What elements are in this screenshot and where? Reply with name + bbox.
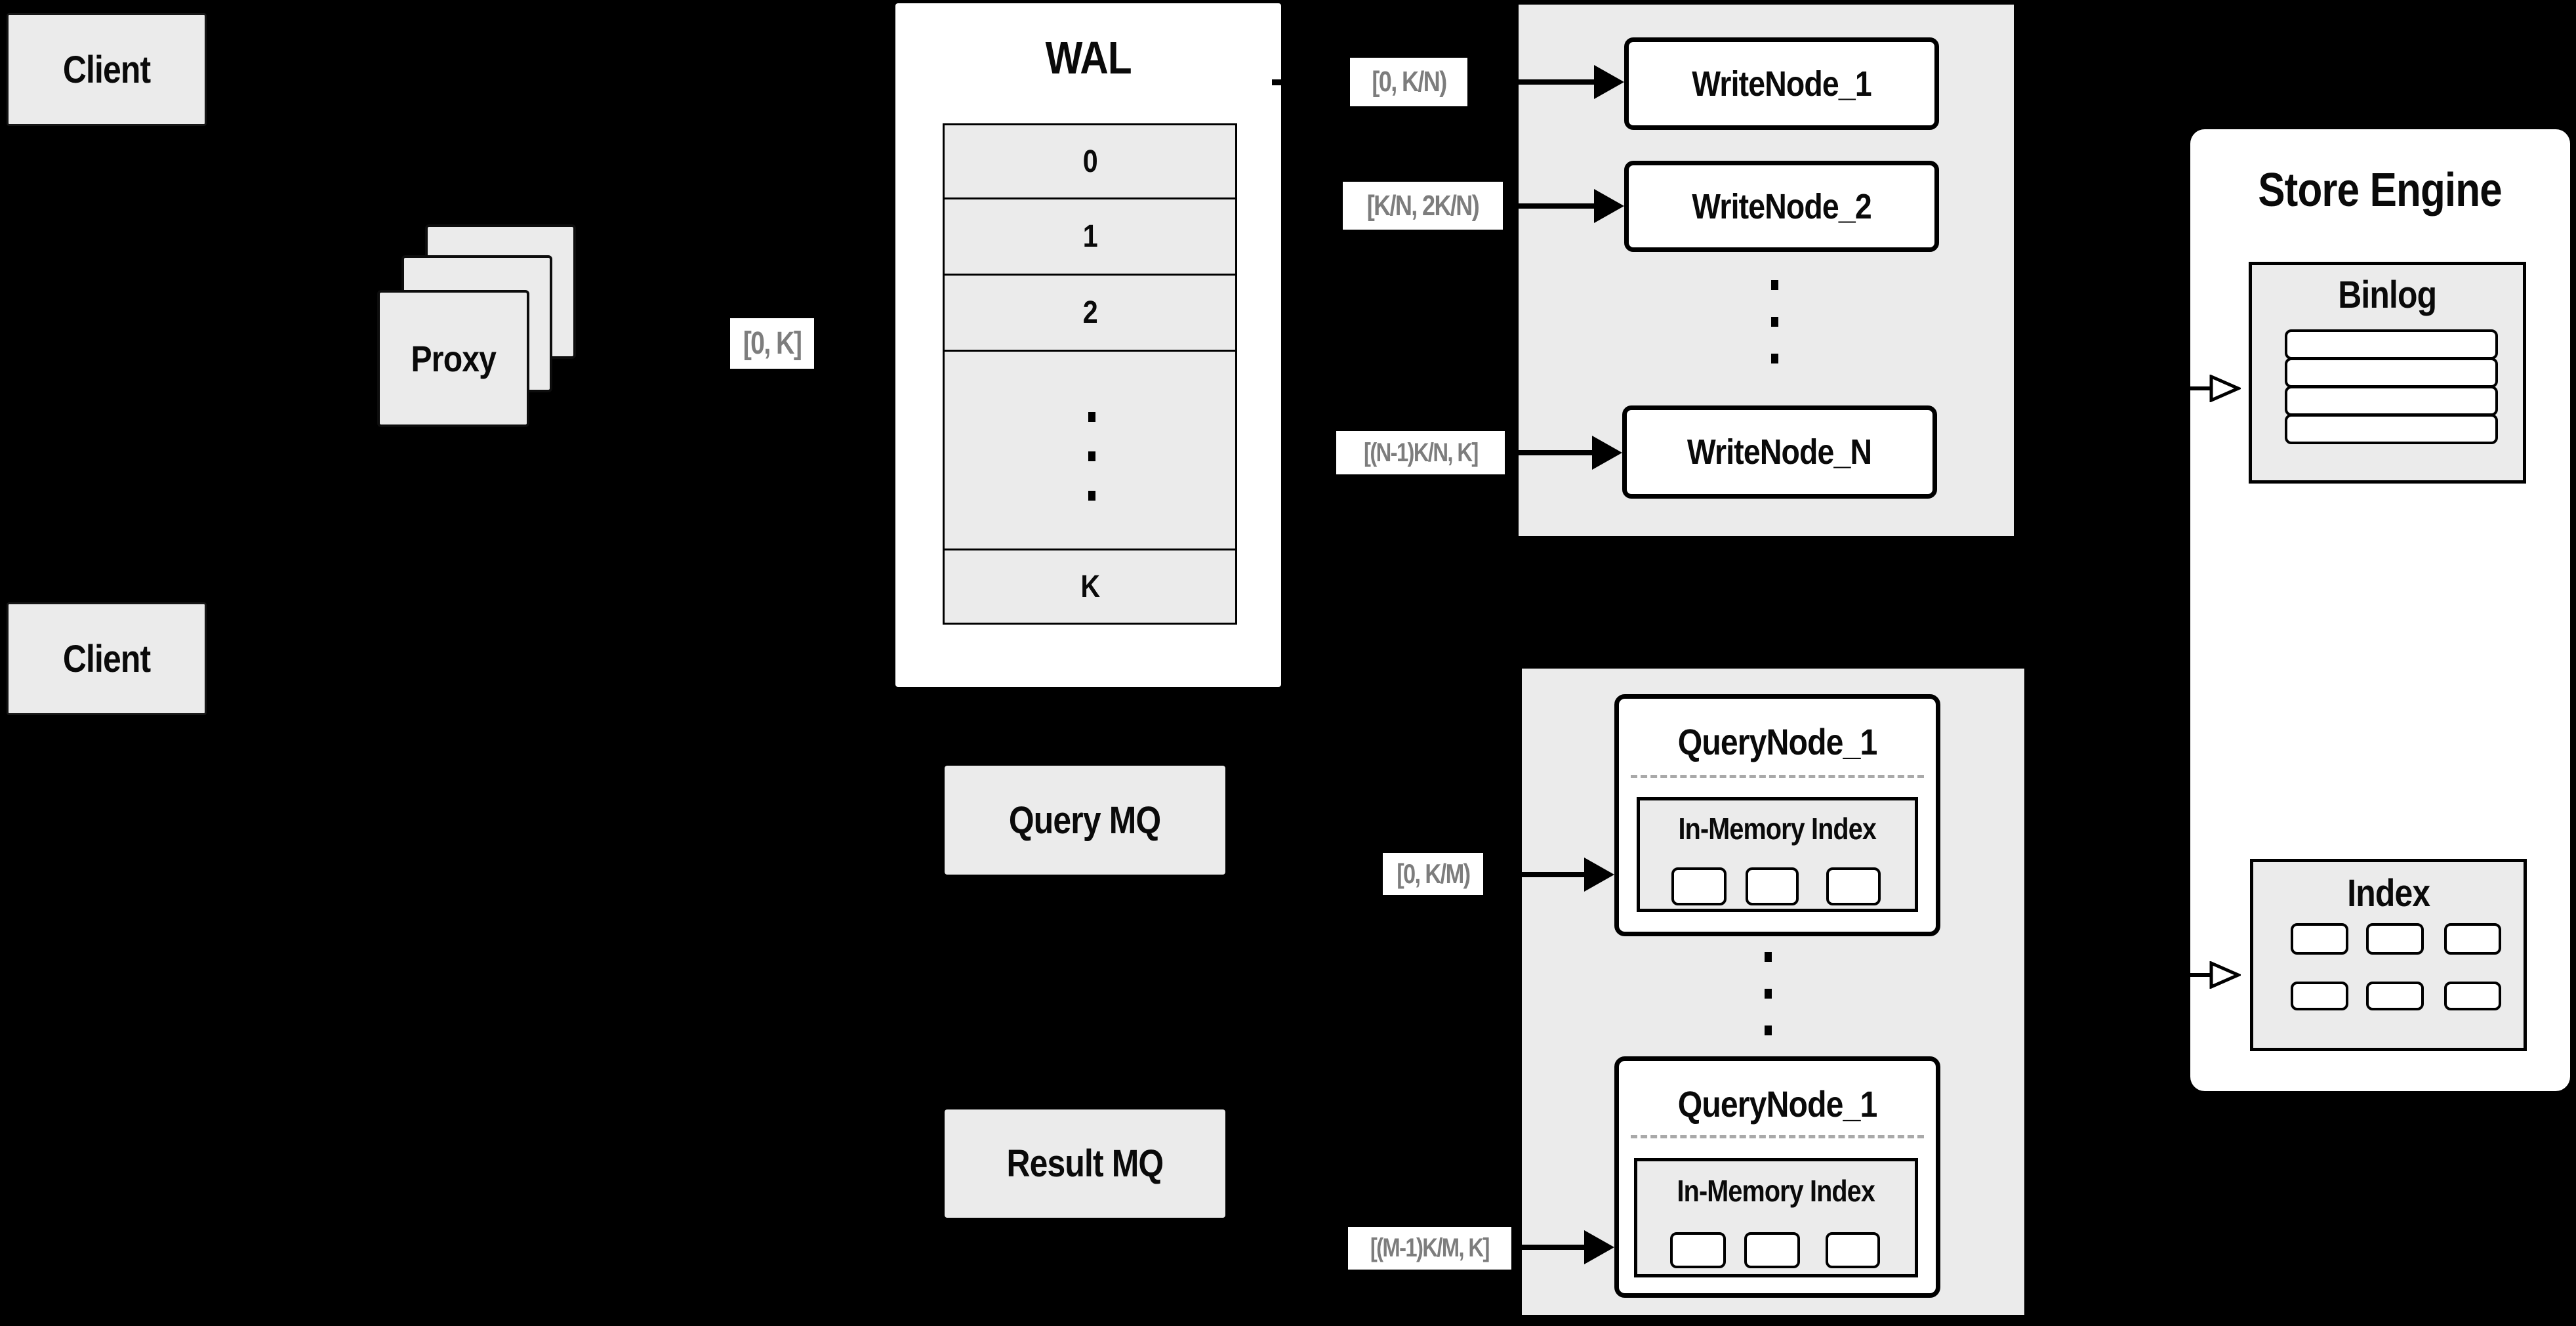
query-node-title: QueryNode_1 <box>1677 720 1878 762</box>
wal-title: WAL <box>1045 31 1132 83</box>
arrow-icon <box>1511 1245 1584 1250</box>
segment-cell <box>1746 867 1799 905</box>
segment-cell <box>1826 867 1881 905</box>
binlog-row <box>2285 329 2498 360</box>
proxy-label: Proxy <box>411 338 496 379</box>
write-range-chip-1: [0, K/N) <box>1350 58 1467 106</box>
arrow-icon <box>1594 65 1624 99</box>
write-range-chip-2: [K/N, 2K/N) <box>1343 182 1503 230</box>
client-bottom-label: Client <box>62 637 151 680</box>
binlog-row <box>2285 386 2498 416</box>
ellipsis-dot <box>1088 412 1095 422</box>
result-mq-box: Result MQ <box>945 1109 1225 1218</box>
index-cell <box>2366 923 2424 955</box>
arrow-icon <box>1592 436 1622 470</box>
proxy-range-chip: [0, K] <box>730 318 814 369</box>
query-mq-label: Query MQ <box>1009 798 1161 842</box>
query-range-chip-2: [(M-1)K/M, K] <box>1348 1227 1511 1270</box>
arrow-icon <box>1505 450 1592 455</box>
binlog-box: Binlog <box>2249 262 2526 484</box>
in-memory-index-box: In-Memory Index <box>1634 1158 1918 1277</box>
binlog-title: Binlog <box>2338 273 2438 316</box>
arrow-icon <box>1503 203 1594 209</box>
wal-segment-row: 1 <box>943 197 1237 276</box>
in-memory-index-box: In-Memory Index <box>1637 797 1918 912</box>
ellipsis-dot <box>1765 1026 1772 1035</box>
ellipsis-dot <box>1771 354 1778 363</box>
wal-last-segment-row: K <box>943 549 1237 625</box>
segment-cell <box>1826 1232 1880 1268</box>
wal-segment-row: 0 <box>943 123 1237 199</box>
ellipsis-dot <box>1088 491 1095 501</box>
index-title: Index <box>2347 871 2430 915</box>
ellipsis-dot <box>1771 280 1778 290</box>
client-bottom-box: Client <box>7 602 207 715</box>
open-arrowhead-icon <box>2209 961 2241 989</box>
segment-cell <box>1744 1232 1800 1268</box>
write-node-n: WriteNode_N <box>1622 405 1937 499</box>
proxy-range-label: [0, K] <box>743 326 802 361</box>
query-node-1: QueryNode_1 In-Memory Index <box>1614 694 1940 936</box>
client-top-label: Client <box>62 48 151 91</box>
in-memory-index-title: In-Memory Index <box>1678 811 1877 846</box>
query-range-chip-1: [0, K/M) <box>1383 853 1483 895</box>
query-node-2: QueryNode_1 In-Memory Index <box>1614 1056 1940 1298</box>
binlog-row <box>2285 414 2498 444</box>
divider <box>1631 775 1924 778</box>
ellipsis-dot <box>1765 952 1772 962</box>
segment-cell <box>1671 867 1727 905</box>
wal-segment-row: 2 <box>943 274 1237 352</box>
write-range-chip-3: [(N-1)K/N, K] <box>1336 431 1505 474</box>
query-mq-box: Query MQ <box>945 766 1225 875</box>
ellipsis-dot <box>1765 989 1772 999</box>
query-node-title: QueryNode_1 <box>1677 1083 1878 1125</box>
arrow-icon <box>1584 858 1614 892</box>
open-arrowhead-icon <box>2190 386 2213 390</box>
arrow-icon <box>1467 79 1594 85</box>
ellipsis-dot <box>1771 317 1778 327</box>
divider <box>1631 1135 1924 1138</box>
open-arrowhead-icon <box>2209 375 2241 402</box>
store-engine-title: Store Engine <box>2258 164 2503 217</box>
ellipsis-dot <box>1088 451 1095 461</box>
index-cell <box>2366 982 2424 1010</box>
client-top-box: Client <box>7 13 207 126</box>
wal-ellipsis-cell <box>943 350 1237 550</box>
in-memory-index-title: In-Memory Index <box>1677 1173 1875 1208</box>
index-cell <box>2291 982 2348 1010</box>
arrow-icon <box>1584 1230 1614 1264</box>
result-mq-label: Result MQ <box>1006 1142 1164 1185</box>
write-node-2: WriteNode_2 <box>1624 161 1939 252</box>
index-box: Index <box>2250 859 2527 1051</box>
binlog-row <box>2285 358 2498 388</box>
index-cell <box>2444 923 2501 955</box>
index-cell <box>2444 982 2501 1010</box>
open-arrowhead-icon <box>2190 973 2213 977</box>
proxy-card-front: Proxy <box>377 290 529 427</box>
write-node-1: WriteNode_1 <box>1624 37 1939 130</box>
index-cell <box>2291 923 2348 955</box>
arrow-icon <box>1483 872 1584 877</box>
segment-cell <box>1670 1232 1726 1268</box>
arrow-icon <box>1272 79 1281 85</box>
arrow-icon <box>1594 189 1624 223</box>
